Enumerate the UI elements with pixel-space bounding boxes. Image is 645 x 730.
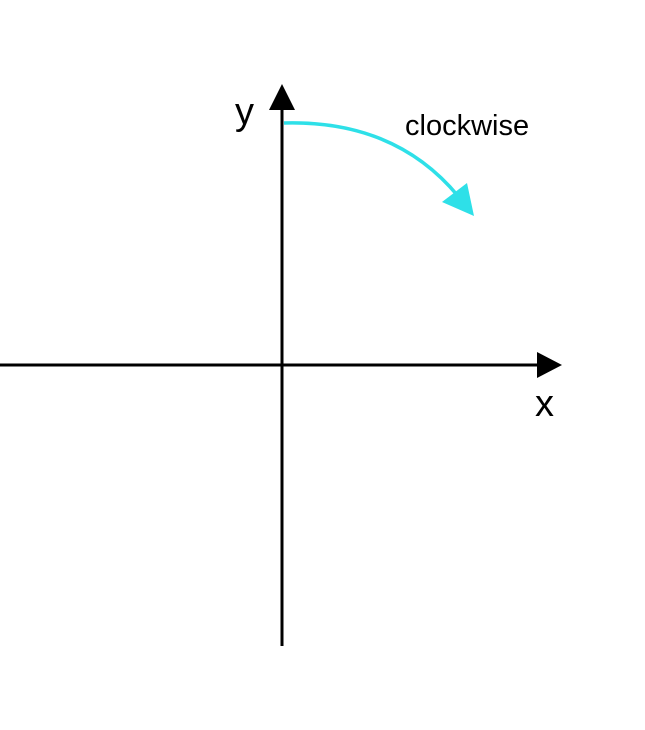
x-axis-arrowhead [537,352,562,378]
rotation-direction-label: clockwise [405,110,529,142]
x-axis-label: x [535,383,554,425]
clockwise-arc [283,121,460,198]
y-axis-label: y [235,91,254,133]
y-axis-arrowhead [269,84,295,110]
clockwise-arrowhead [442,183,474,216]
